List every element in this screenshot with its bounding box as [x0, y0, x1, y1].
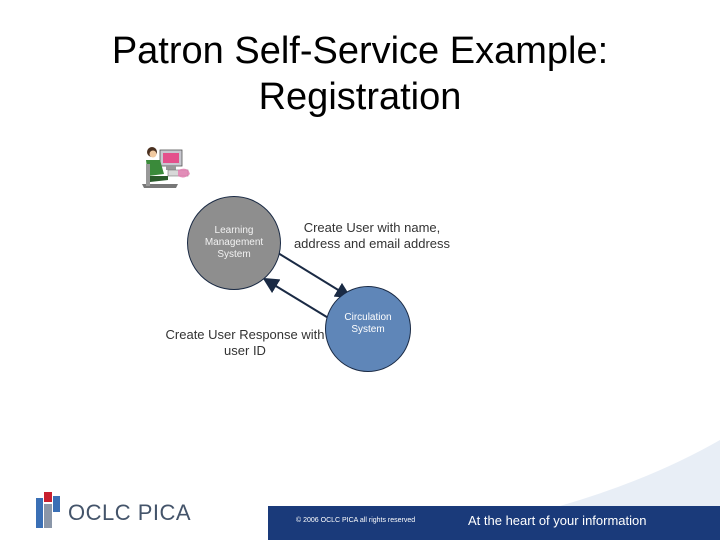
user-at-computer-icon	[142, 147, 190, 188]
response-arrow	[262, 277, 336, 323]
response-label-line1: Create User Response with	[165, 327, 325, 342]
request-label-line1: Create User with name,	[303, 220, 441, 235]
slide-title-line1: Patron Self-Service Example:	[111, 30, 609, 72]
lms-label-line2: Management	[204, 237, 264, 248]
response-label: Create User Response with user ID	[155, 327, 335, 359]
slide-title-line2: Registration	[258, 76, 462, 118]
response-label-line2: user ID	[224, 343, 266, 358]
circulation-label-line1: Circulation	[344, 312, 392, 323]
logo-text: OCLC PICA	[68, 500, 192, 525]
lms-label-line3: System	[217, 249, 251, 260]
tagline-text: At the heart of your information	[468, 513, 647, 528]
lms-label-line1: Learning	[214, 225, 254, 236]
oclc-pica-logo-icon	[36, 492, 60, 528]
slide-title: Patron Self-Service Example: Registratio…	[0, 28, 720, 120]
request-label-line2: address and email address	[293, 236, 451, 251]
lms-node: Learning Management System	[187, 196, 281, 290]
copyright-text: © 2006 OCLC PICA all rights reserved	[296, 517, 416, 524]
request-arrow	[277, 252, 352, 299]
request-label: Create User with name, address and email…	[278, 220, 466, 252]
circulation-node: Circulation System	[325, 286, 411, 372]
circulation-label-line2: System	[351, 324, 385, 335]
